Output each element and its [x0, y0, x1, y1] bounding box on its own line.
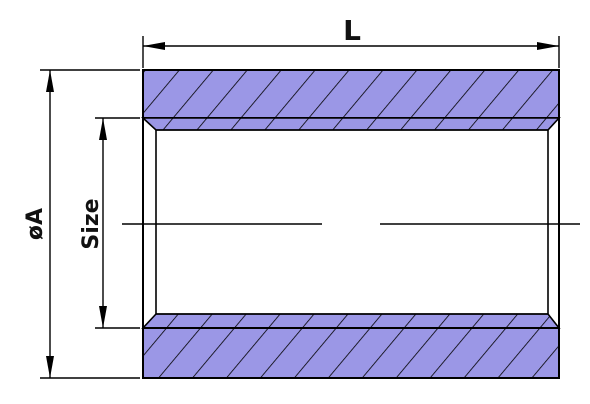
size-dimension [95, 117, 140, 329]
bore-outline [142, 118, 560, 328]
top-wall-section [140, 69, 561, 131]
bottom-wall-section [141, 313, 561, 379]
outer-diameter-dimension [40, 69, 140, 379]
length-label: L [343, 14, 361, 47]
outer-diameter-label: øA [23, 208, 48, 240]
size-label: Size [79, 198, 104, 249]
length-dimension [142, 36, 560, 68]
